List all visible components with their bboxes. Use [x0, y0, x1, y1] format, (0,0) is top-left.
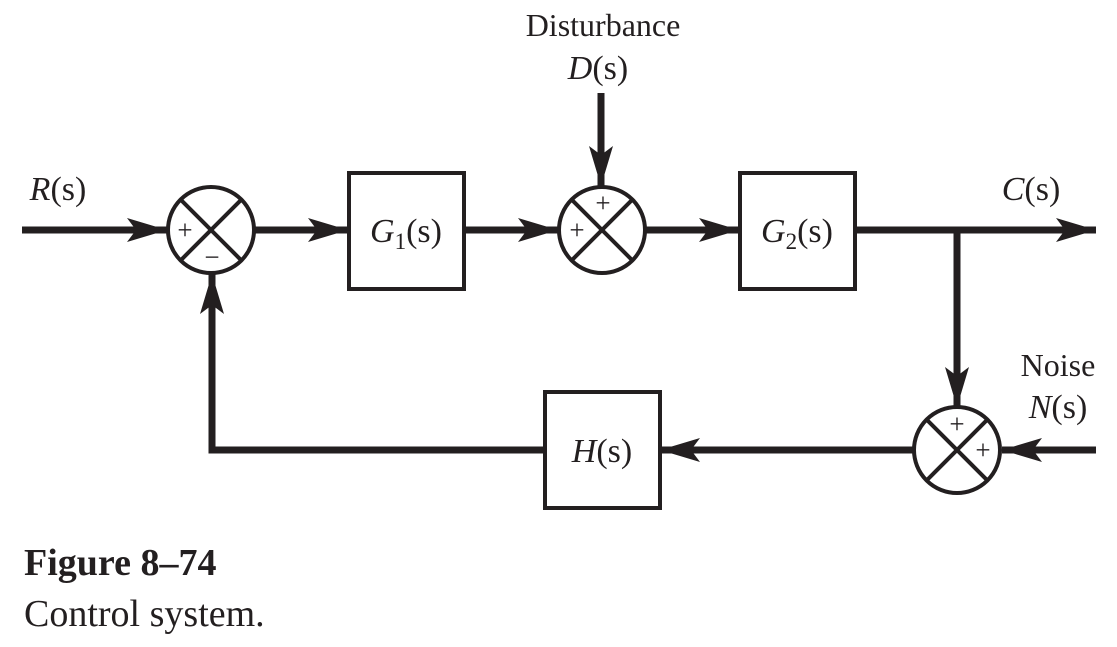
disturbance-title: Disturbance [526, 7, 681, 43]
sum3-top-plus-sign: + [949, 409, 964, 439]
summing-junction-3 [912, 405, 1002, 495]
g1-label: G1(s) [370, 213, 442, 254]
g2-label: G2(s) [761, 213, 833, 254]
figure-caption-text: Control system. [24, 593, 265, 635]
output-label: C(s) [1002, 171, 1061, 208]
sum1-plus-sign: + [177, 215, 192, 245]
feedback-line [200, 274, 544, 454]
h-label: H(s) [571, 433, 632, 470]
noise-title: Noise [1021, 347, 1096, 383]
sum3-right-plus-sign: + [975, 435, 990, 465]
sum1-minus-sign: − [204, 242, 219, 272]
summing-junction-2 [557, 185, 647, 275]
g2-block [738, 171, 857, 291]
input-label: R(s) [29, 171, 87, 208]
noise-label: N(s) [1028, 389, 1088, 426]
g1-block [347, 171, 466, 291]
h-block [543, 390, 662, 510]
sum2-left-plus-sign: + [569, 215, 584, 245]
sum2-top-plus-sign: + [595, 188, 610, 218]
summing-junction-1 [166, 185, 256, 275]
figure-caption-title: Figure 8–74 [24, 542, 217, 584]
disturbance-label: D(s) [567, 50, 628, 87]
